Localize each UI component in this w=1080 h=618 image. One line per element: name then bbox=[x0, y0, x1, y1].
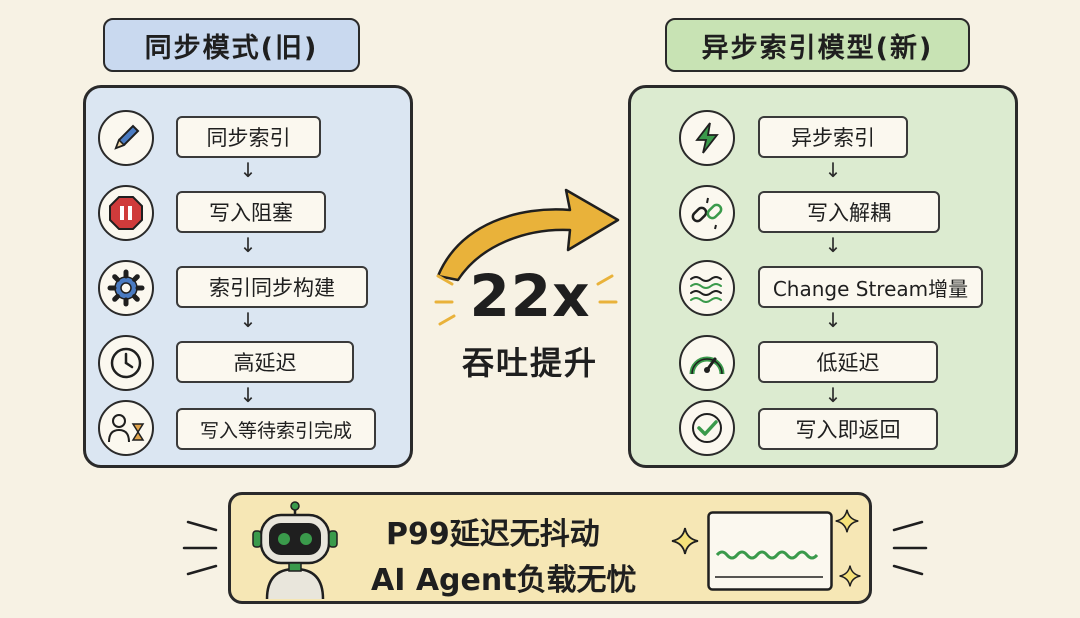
gauge-icon bbox=[679, 335, 735, 391]
left-step-5: 写入等待索引完成 bbox=[176, 408, 376, 450]
right-step-5: 写入即返回 bbox=[758, 408, 938, 450]
left-panel: 同步索引 ↓ 写入阻塞 ↓ bbox=[83, 85, 413, 468]
right-panel: 异步索引 ↓ 写入解耦 ↓ Change S bbox=[628, 85, 1018, 468]
robot-icon bbox=[252, 501, 338, 600]
right-step-4: 低延迟 bbox=[758, 341, 938, 383]
down-arrow: ↓ bbox=[239, 308, 257, 332]
bottom-banner: P99延迟无抖动 AI Agent负载无忧 bbox=[228, 492, 872, 604]
stable-latency-chart-icon bbox=[707, 511, 833, 591]
bottom-line-2: AI Agent负载无忧 bbox=[371, 563, 637, 598]
gear-icon bbox=[98, 260, 154, 316]
left-step-3: 索引同步构建 bbox=[176, 266, 368, 308]
down-arrow: ↓ bbox=[824, 308, 842, 332]
throughput-caption: 吞吐提升 bbox=[461, 344, 598, 382]
stop-icon bbox=[98, 185, 154, 241]
down-arrow: ↓ bbox=[239, 233, 257, 257]
right-step-3: Change Stream增量 bbox=[758, 266, 983, 308]
left-step-4: 高延迟 bbox=[176, 341, 354, 383]
lightning-icon bbox=[679, 110, 735, 166]
sparkle-lines-icon bbox=[434, 274, 618, 326]
stream-waves-icon bbox=[679, 260, 735, 316]
clock-icon bbox=[98, 335, 154, 391]
right-step-1: 异步索引 bbox=[758, 116, 908, 158]
sparkle-icon bbox=[835, 509, 859, 533]
throughput-multiplier: 22x bbox=[469, 262, 591, 330]
sparkle-icon bbox=[839, 565, 861, 587]
left-motion-lines-icon bbox=[182, 520, 218, 576]
right-step-2: 写入解耦 bbox=[758, 191, 940, 233]
down-arrow: ↓ bbox=[239, 158, 257, 182]
right-motion-lines-icon bbox=[892, 520, 928, 576]
sparkle-icon bbox=[671, 527, 699, 555]
bottom-line-1: P99延迟无抖动 bbox=[386, 517, 600, 552]
left-step-2: 写入阻塞 bbox=[176, 191, 326, 233]
right-title: 异步索引模型(新) bbox=[665, 18, 970, 72]
down-arrow: ↓ bbox=[239, 383, 257, 407]
curved-arrow-icon bbox=[436, 188, 620, 282]
check-icon bbox=[679, 400, 735, 456]
down-arrow: ↓ bbox=[824, 383, 842, 407]
left-step-1: 同步索引 bbox=[176, 116, 321, 158]
down-arrow: ↓ bbox=[824, 158, 842, 182]
pencil-icon bbox=[98, 110, 154, 166]
left-title: 同步模式(旧) bbox=[103, 18, 360, 72]
broken-link-icon bbox=[679, 185, 735, 241]
user-hourglass-icon bbox=[98, 400, 154, 456]
down-arrow: ↓ bbox=[824, 233, 842, 257]
